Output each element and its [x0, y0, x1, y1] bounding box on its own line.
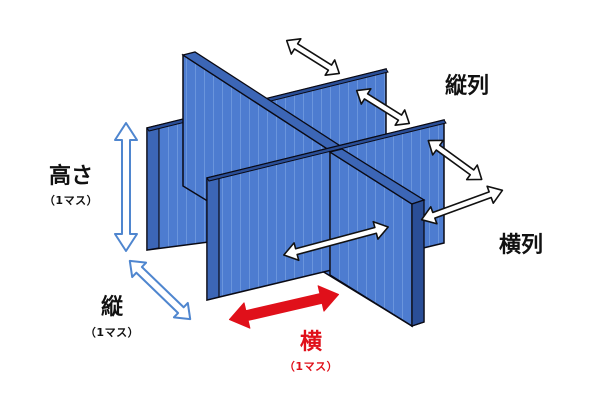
height-label: 高さ — [48, 164, 94, 189]
depth-double-arrow-icon — [128, 259, 192, 321]
width-label: 横 — [299, 330, 323, 355]
white-double-arrow-icon — [420, 185, 504, 225]
height-unit-label: （1マス） — [43, 194, 99, 207]
width-unit-label: （1マス） — [283, 360, 339, 373]
height-double-arrow-icon — [114, 122, 138, 252]
white-double-arrow-icon — [427, 139, 483, 181]
rows-label: 横列 — [498, 233, 544, 258]
columns-label: 縦列 — [444, 74, 490, 99]
white-double-arrow-icon — [285, 37, 341, 77]
column-panel-front-part — [328, 148, 426, 328]
depth-label: 縦 — [100, 295, 124, 320]
white-double-arrow-icon — [355, 87, 411, 127]
white-double-arrow-icon — [283, 220, 389, 262]
width-double-arrow-icon — [228, 285, 340, 329]
depth-unit-label: （1マス） — [84, 326, 140, 339]
